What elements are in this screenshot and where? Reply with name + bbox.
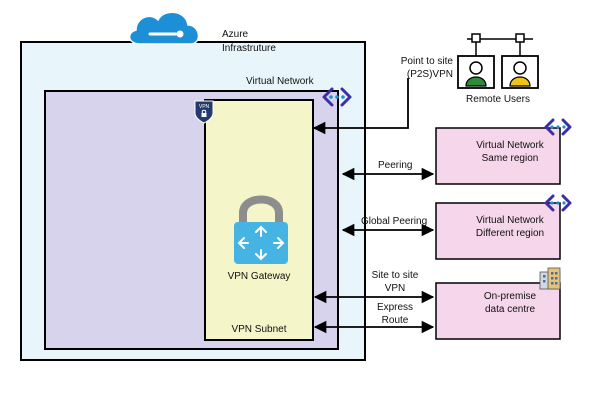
vpn-subnet-box [204,99,314,341]
building-icon [539,267,561,290]
vnet-same-region-icon [544,118,572,136]
site-to-site-label-line2: VPN [384,283,406,294]
remote-users-icon [457,33,539,89]
vnet-different-region-box [435,202,561,260]
virtual-network-label: Virtual Network [246,76,314,87]
vpn-shield-icon [194,100,214,124]
p2s-label-line2: (P2S)VPN [406,69,453,80]
on-premise-line2: data centre [484,304,536,315]
on-premise-box [435,282,561,340]
vnet-same-region-line2: Same region [481,153,539,164]
site-to-site-label-line1: Site to site [371,270,419,281]
express-route-label-line1: Express [376,302,414,313]
vpn-badge-text: VPN [199,104,210,110]
vnet-icon [322,87,352,107]
azure-title-line2: Infrastruture [222,43,276,54]
peering-label: Peering [378,160,413,171]
vnet-different-region-line1: Virtual Network [476,215,544,226]
vpn-gateway-label: VPN Gateway [227,271,291,282]
remote-users-label: Remote Users [466,94,530,105]
azure-cloud-icon [128,11,200,45]
on-premise-line1: On-premise [483,291,537,302]
vnet-same-region-line1: Virtual Network [476,140,544,151]
vpn-gateway-icon [234,195,288,264]
p2s-connector-line [312,78,409,135]
vnet-different-region-icon [544,194,572,212]
azure-title-line1: Azure [222,29,249,40]
express-route-label-line2: Route [381,315,409,326]
p2s-label-line1: Point to site [400,56,453,67]
vpn-subnet-label: VPN Subnet [231,324,287,335]
vnet-different-region-line2: Different region [475,228,545,239]
vnet-same-region-box [435,127,561,185]
global-peering-label: Global Peering [361,216,428,227]
